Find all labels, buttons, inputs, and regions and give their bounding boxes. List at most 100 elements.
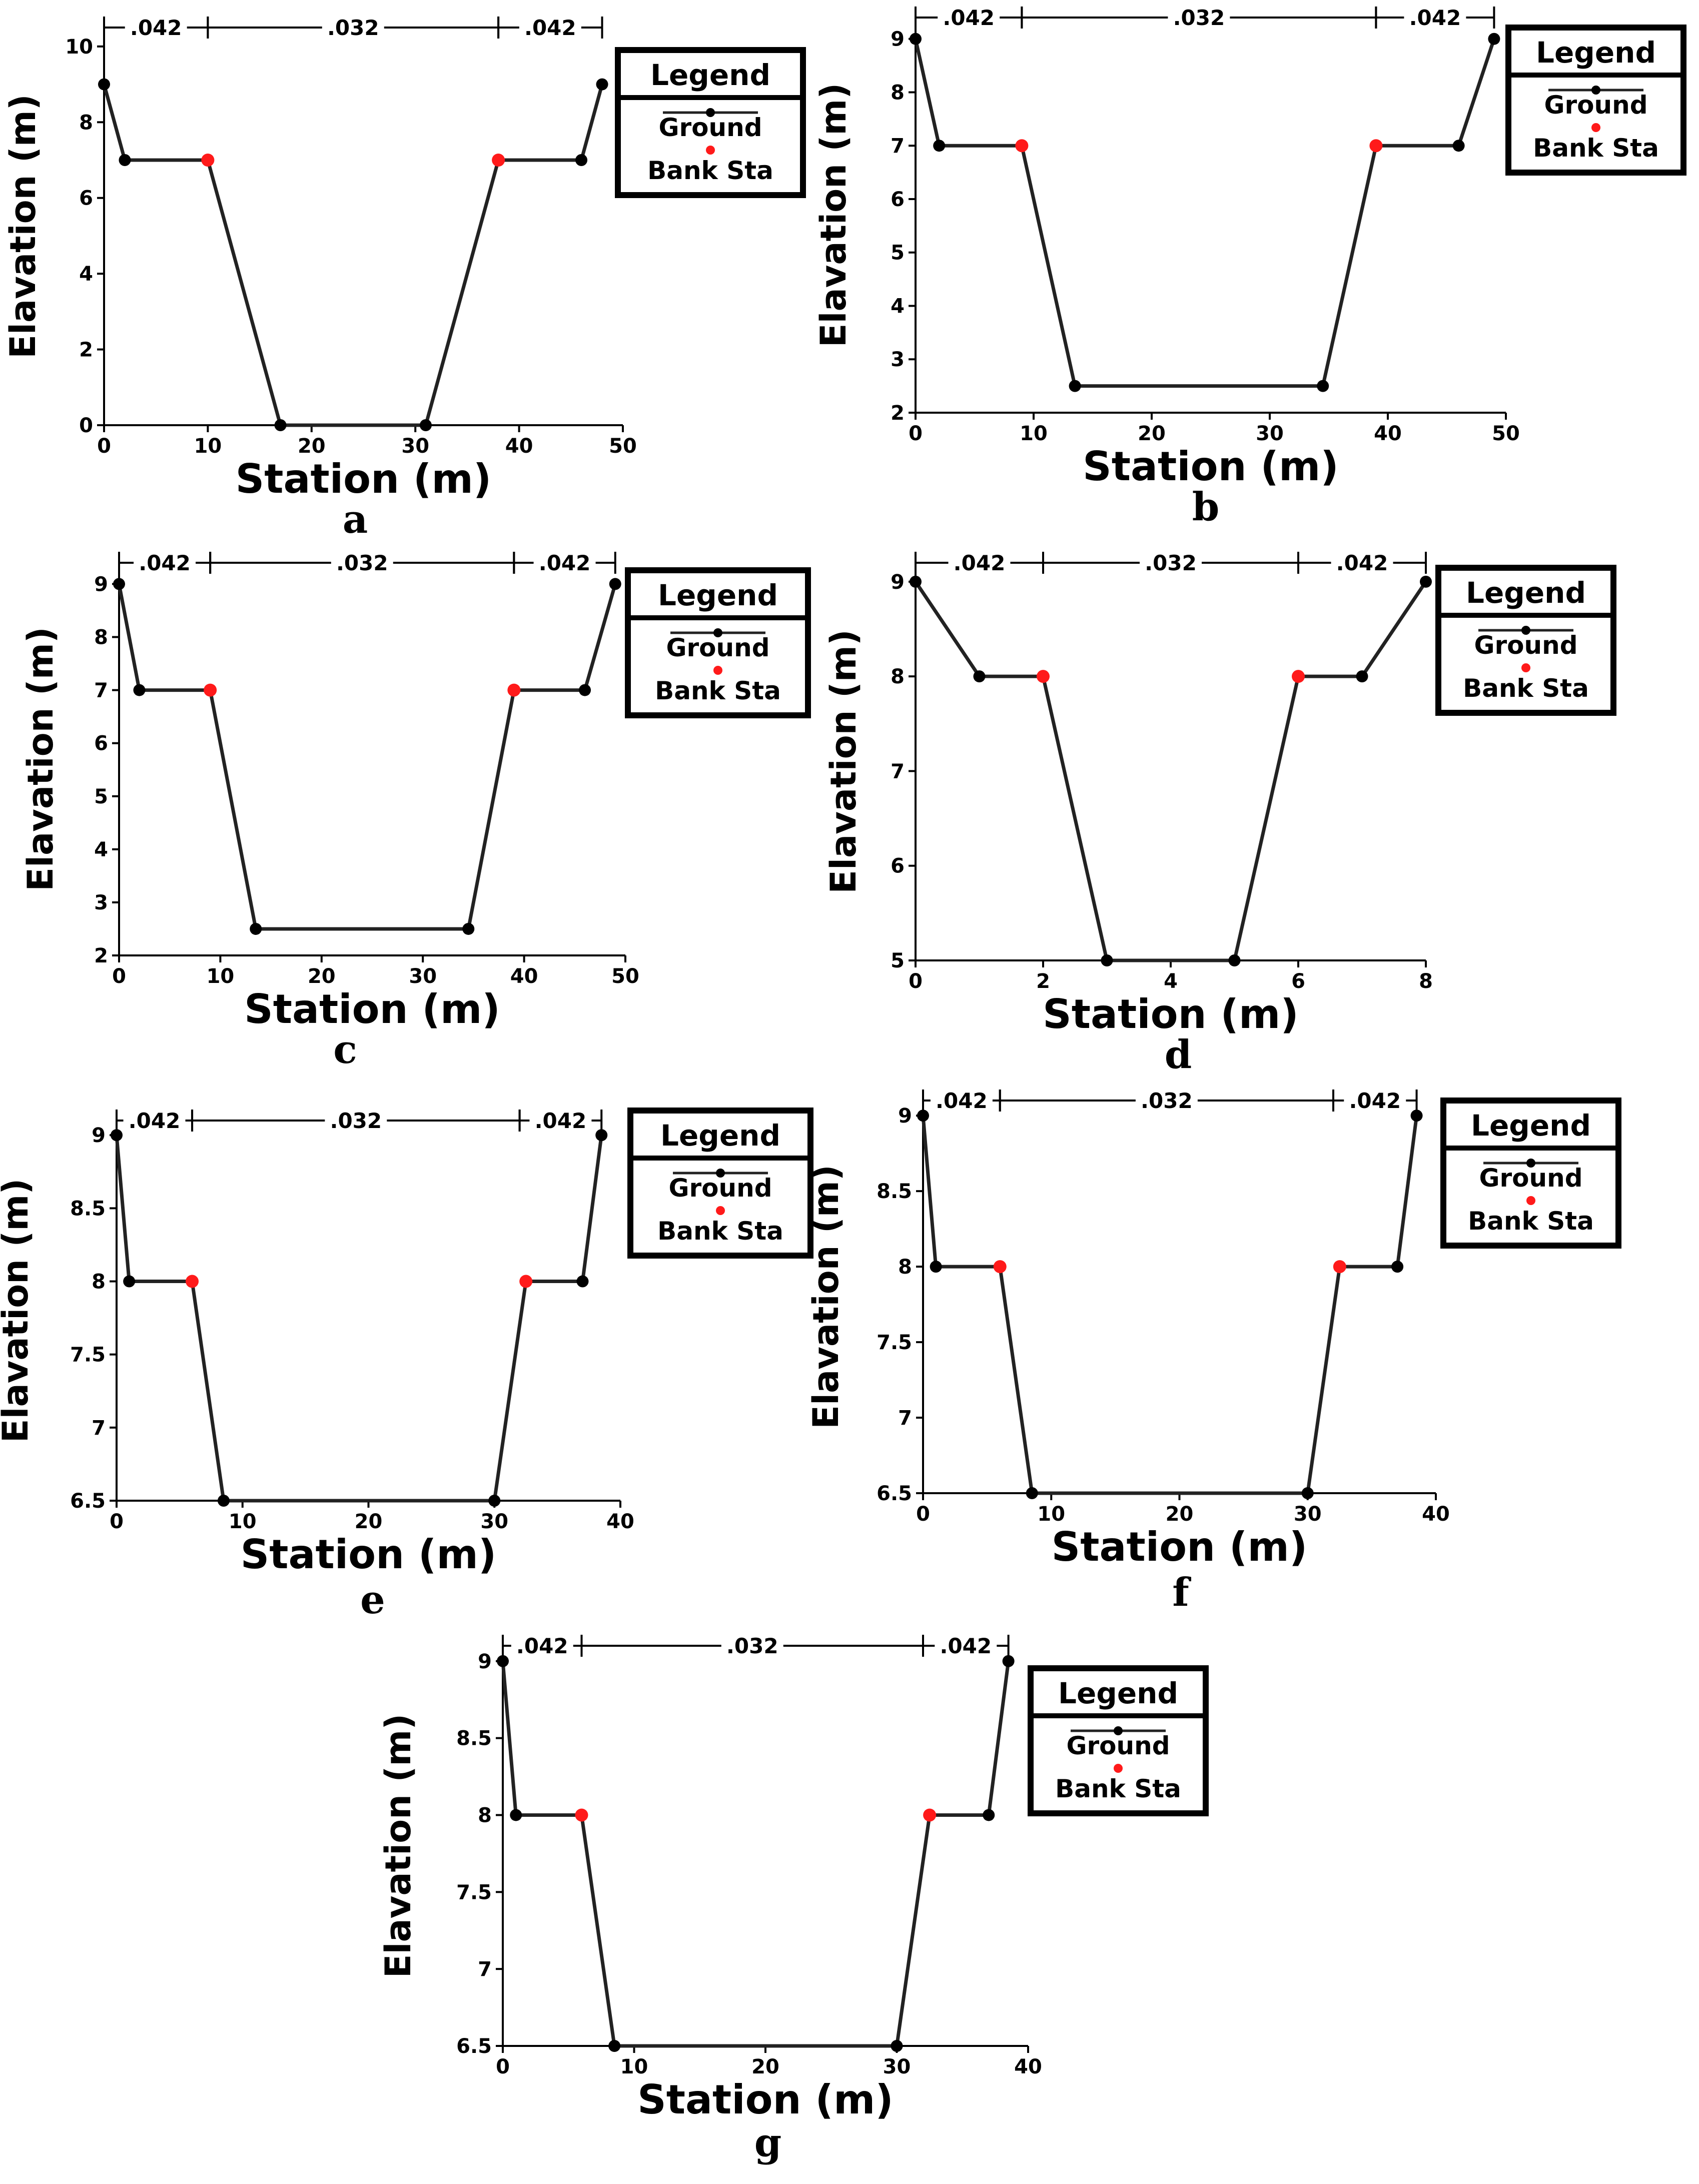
ground-series-line [102,84,604,427]
ground-point [917,1110,929,1122]
bank-station-point [507,683,521,697]
y-tick-label: 7.5 [456,1881,492,1904]
y-tick-label: 6 [891,855,905,878]
y-tick-label: 7 [92,1417,106,1440]
legend-frame [615,47,806,198]
ground-point [419,419,432,431]
x-tick-label: 40 [1422,1503,1450,1526]
ground-point [1410,1110,1423,1122]
manning-label-bg [1135,1086,1198,1112]
ground-point [111,1129,123,1142]
x-tick-label: 30 [480,1510,508,1533]
ground-point [133,684,146,696]
manning-label: .042 [516,1634,568,1658]
y-tick-label: 5 [94,785,108,808]
y-tick-label: 8.5 [877,1180,912,1203]
ground-point [488,1495,501,1507]
x-tick-label: 20 [1138,422,1166,445]
ground-point [1452,140,1465,152]
ground-point [609,578,621,590]
legend-item-ground: Ground [668,1174,772,1203]
y-tick-label: 5 [891,949,905,972]
x-axis-title: Station (m) [241,1531,497,1578]
legend-title: Legend [660,1119,780,1153]
y-tick-label: 7 [898,1407,912,1430]
ground-point [1002,1655,1015,1667]
legend-bank-marker [716,1206,725,1215]
ground-series-line [914,38,1496,388]
y-tick-label: 6 [891,188,905,211]
manning-label: .042 [535,1109,587,1133]
x-tick-label: 10 [1020,422,1048,445]
ground-point [98,78,110,91]
manning-label: .032 [327,16,379,40]
legend-bank-marker [706,146,715,155]
x-tick-label: 50 [611,965,639,988]
bank-station-point [575,1808,588,1822]
panel-letter: c [333,1027,357,1072]
ground-point [891,2040,903,2052]
manning-label-bg [529,1107,592,1132]
y-tick-label: 8.5 [456,1727,492,1750]
bank-station-point [1015,139,1029,153]
ground-series-line [501,1661,1011,2048]
ground-point [1228,954,1241,966]
legend-item-bank: Bank Sta [647,156,773,185]
x-tick-label: 0 [97,435,111,458]
ground-point [217,1495,230,1507]
legend-frame [1440,1098,1621,1249]
ground-point [973,670,986,683]
x-tick-label: 0 [112,965,126,988]
manning-label: .042 [539,551,591,575]
y-axis-title: Elavation (m) [0,1179,36,1443]
legend-ground-marker [1114,1726,1123,1735]
manning-label-bg [1344,1086,1406,1112]
bank-station-point [201,154,215,167]
legend-title: Legend [1466,576,1586,610]
legend-bank-marker [713,666,722,675]
manning-label-bg [1331,549,1393,574]
x-tick-label: 30 [883,2055,911,2078]
panel-letter: d [1165,1032,1192,1077]
legend-item-bank: Bank Sta [655,676,781,705]
legend-title: Legend [1536,36,1656,70]
x-tick-label: 20 [308,965,336,988]
y-tick-label: 9 [94,573,108,596]
manning-label-bg [134,549,196,574]
bank-station-point [186,1275,199,1288]
x-tick-label: 8 [1419,970,1433,993]
ground-point [510,1809,522,1821]
manning-label: .032 [336,551,388,575]
legend-ground-marker [1526,1159,1535,1168]
ground-point [123,1275,136,1288]
x-tick-label: 10 [194,435,222,458]
x-tick-label: 40 [510,965,538,988]
manning-label: .042 [1349,1088,1401,1113]
y-axis-title: Elavation (m) [805,1165,846,1429]
x-axis-title: Station (m) [1083,443,1339,490]
ground-point [576,1275,589,1288]
ground-point [933,140,946,152]
y-tick-label: 8 [891,665,905,688]
ground-series-line [914,580,1427,962]
y-tick-label: 7.5 [877,1331,912,1354]
x-tick-label: 30 [401,435,429,458]
legend-item-ground: Ground [1474,631,1577,660]
y-tick-label: 8 [478,1804,492,1827]
manning-label-bg [325,1107,387,1132]
x-tick-label: 30 [1294,1503,1322,1526]
y-axis-title: Elavation (m) [823,629,864,894]
ground-point [579,684,591,696]
ground-point [1488,33,1500,45]
bank-station-point [1333,1260,1346,1274]
y-tick-label: 2 [891,402,905,425]
y-tick-label: 8.5 [70,1197,106,1220]
x-tick-label: 10 [1037,1503,1065,1526]
manning-label-bg [511,1632,573,1657]
x-axis-title: Station (m) [236,456,492,502]
